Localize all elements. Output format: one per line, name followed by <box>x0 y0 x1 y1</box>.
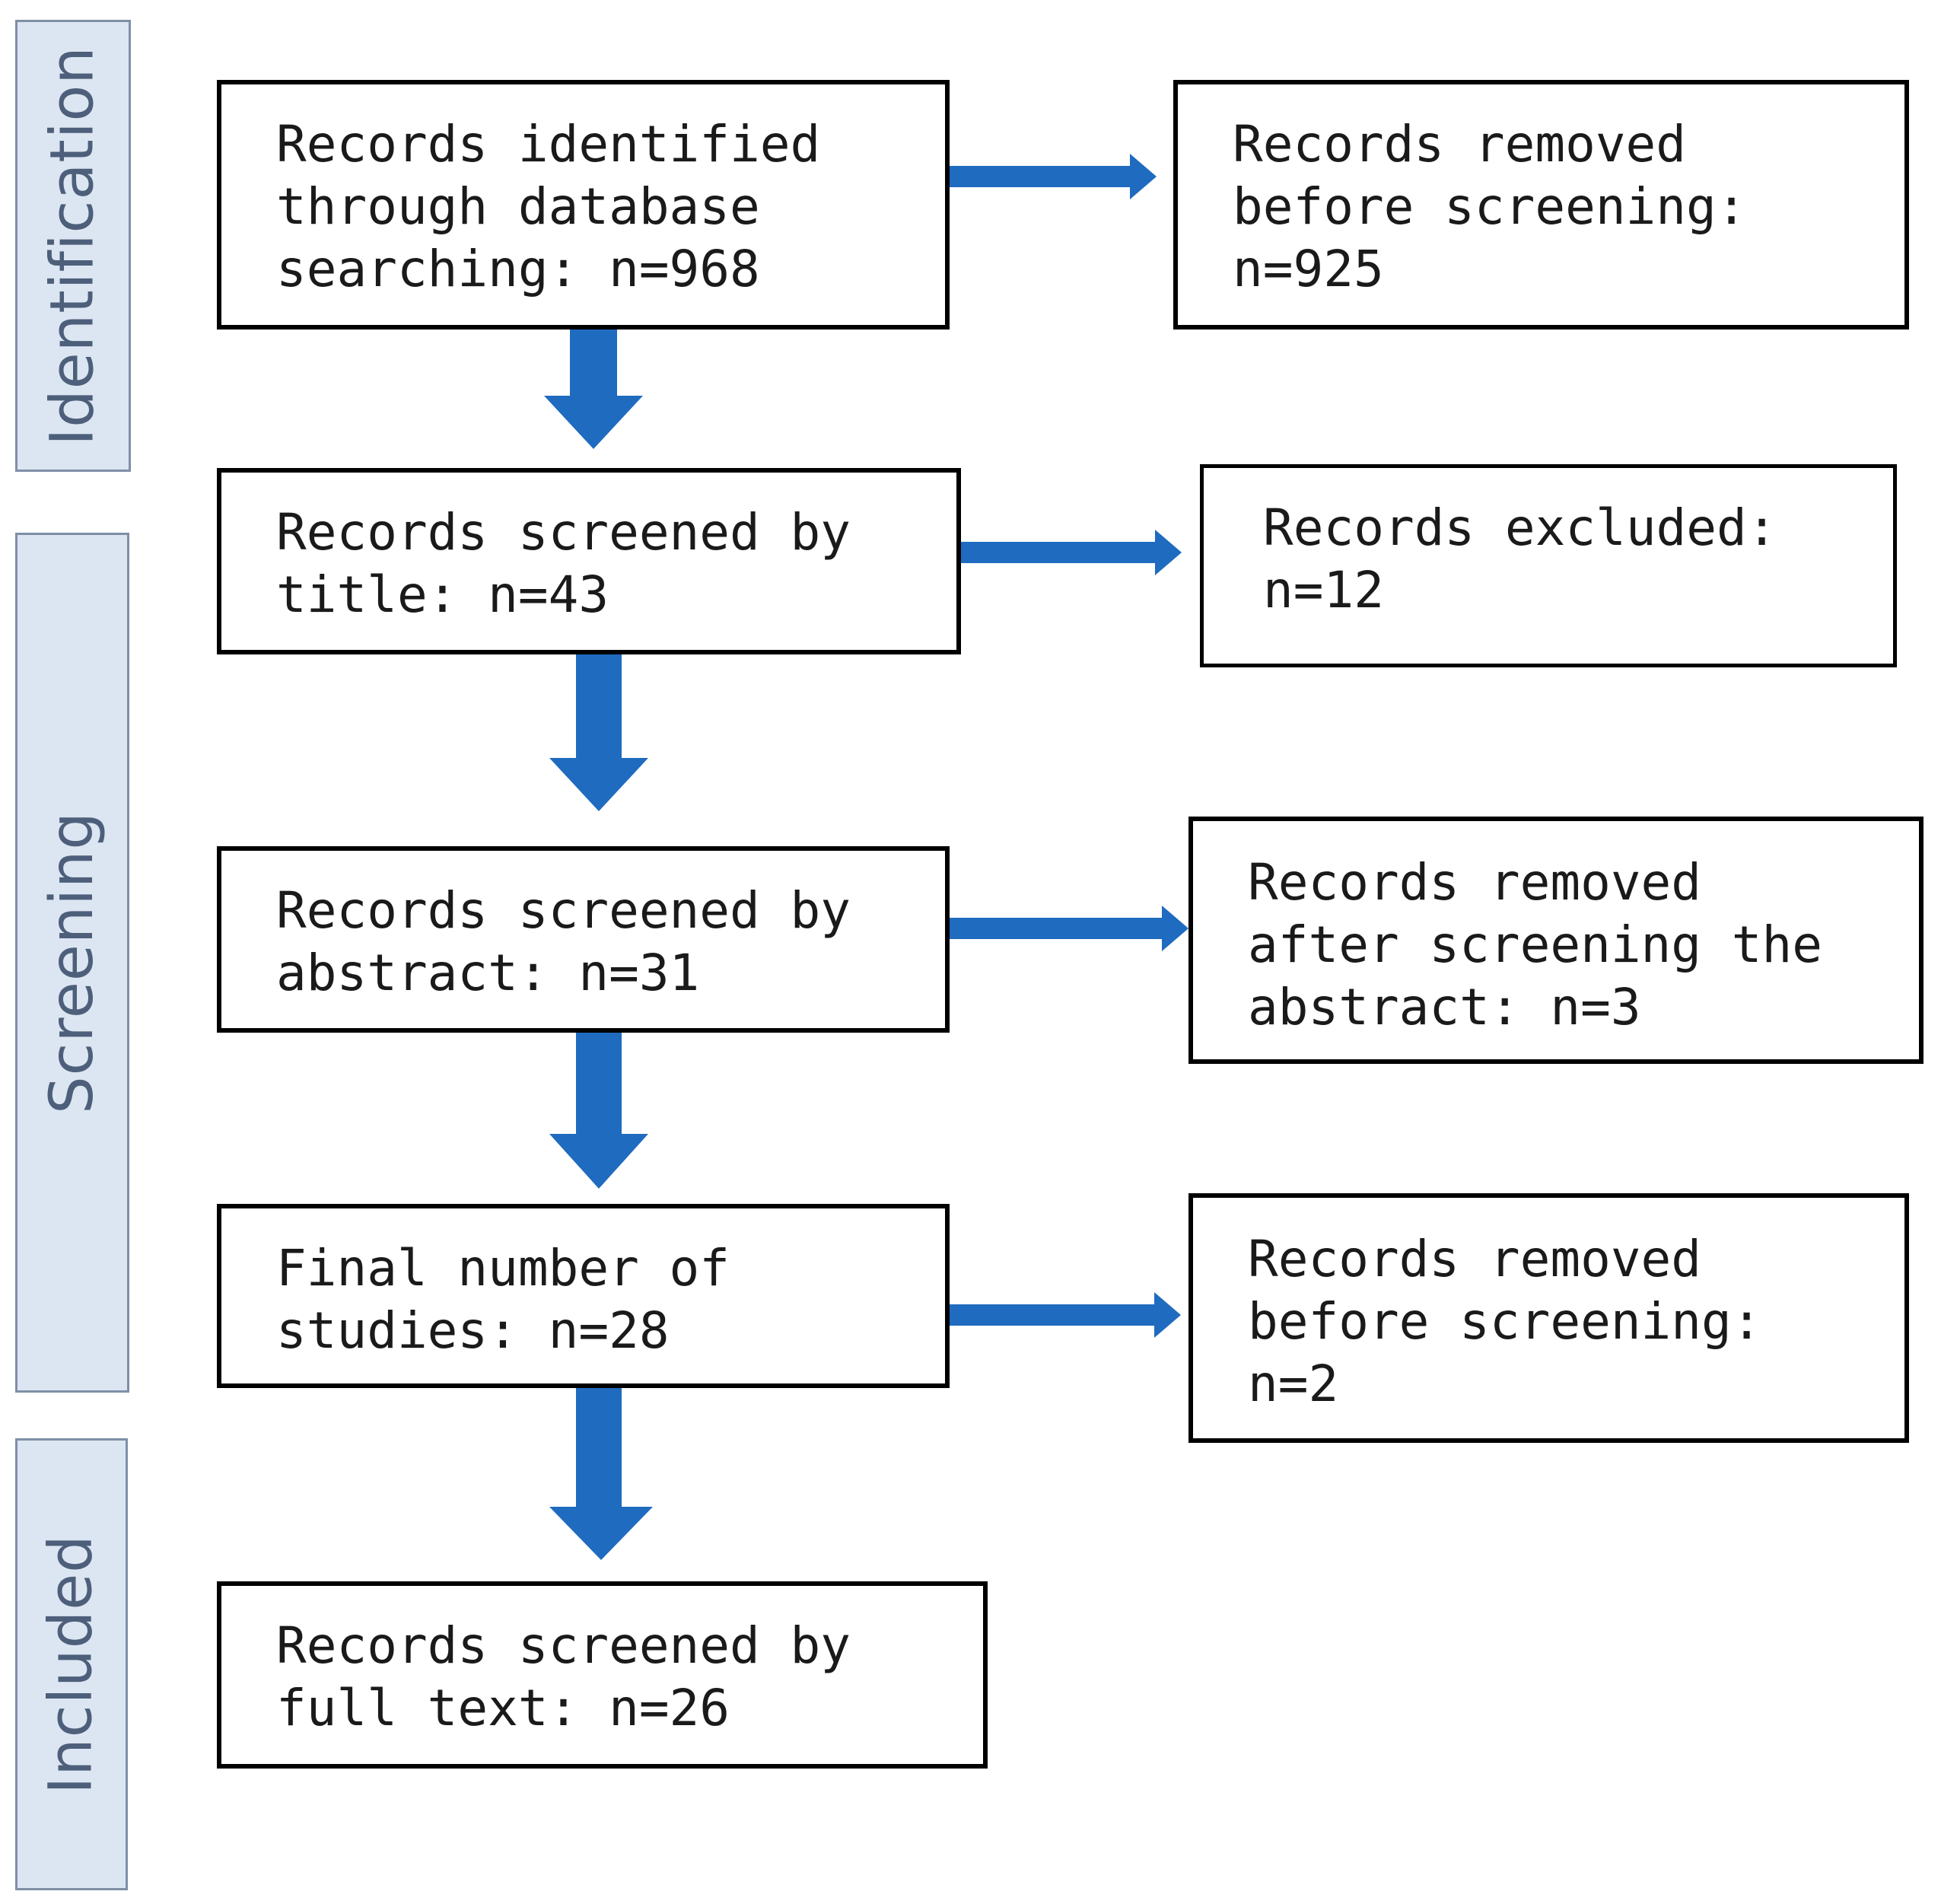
final-studies-box: Final number of studies: n=28 <box>217 1204 950 1388</box>
records-excluded-box: Records excluded: n=12 <box>1200 464 1897 667</box>
records-excluded-text: Records excluded: n=12 <box>1263 498 1777 619</box>
records-screened-fulltext-text: Records screened by full text: n=26 <box>276 1616 851 1737</box>
arrow-right-title-to-excluded <box>961 530 1182 575</box>
arrow-down-identified-to-title <box>544 330 643 449</box>
arrow-down-final-to-fulltext <box>549 1388 653 1560</box>
arrow-right-abstract-to-removed <box>950 906 1188 951</box>
arrow-right-final-to-removed <box>950 1292 1181 1338</box>
records-removed-after-abstract-box: Records removed after screening the abst… <box>1188 817 1923 1064</box>
records-screened-title-box: Records screened by title: n=43 <box>217 468 961 654</box>
phase-screening: Screening <box>15 533 129 1393</box>
records-screened-abstract-box: Records screened by abstract: n=31 <box>217 846 950 1033</box>
records-identified-box: Records identified through database sear… <box>217 80 950 330</box>
arrow-right-identified-to-removed <box>950 154 1157 199</box>
arrow-down-abstract-to-final <box>549 1033 648 1189</box>
phase-included: Included <box>15 1438 128 1890</box>
records-removed-after-abstract-text: Records removed after screening the abst… <box>1248 853 1822 1036</box>
phase-identification: Identification <box>15 20 131 472</box>
records-screened-fulltext-box: Records screened by full text: n=26 <box>217 1581 988 1769</box>
records-removed-final-box: Records removed before screening: n=2 <box>1188 1193 1909 1443</box>
records-removed-before-box: Records removed before screening: n=925 <box>1173 80 1909 330</box>
final-studies-text: Final number of studies: n=28 <box>276 1239 730 1360</box>
records-removed-final-text: Records removed before screening: n=2 <box>1248 1230 1762 1413</box>
records-screened-title-text: Records screened by title: n=43 <box>276 503 851 624</box>
arrow-down-title-to-abstract <box>549 654 648 811</box>
records-identified-text: Records identified through database sear… <box>276 115 821 298</box>
records-screened-abstract-text: Records screened by abstract: n=31 <box>276 881 851 1002</box>
records-removed-before-text: Records removed before screening: n=925 <box>1233 115 1747 298</box>
